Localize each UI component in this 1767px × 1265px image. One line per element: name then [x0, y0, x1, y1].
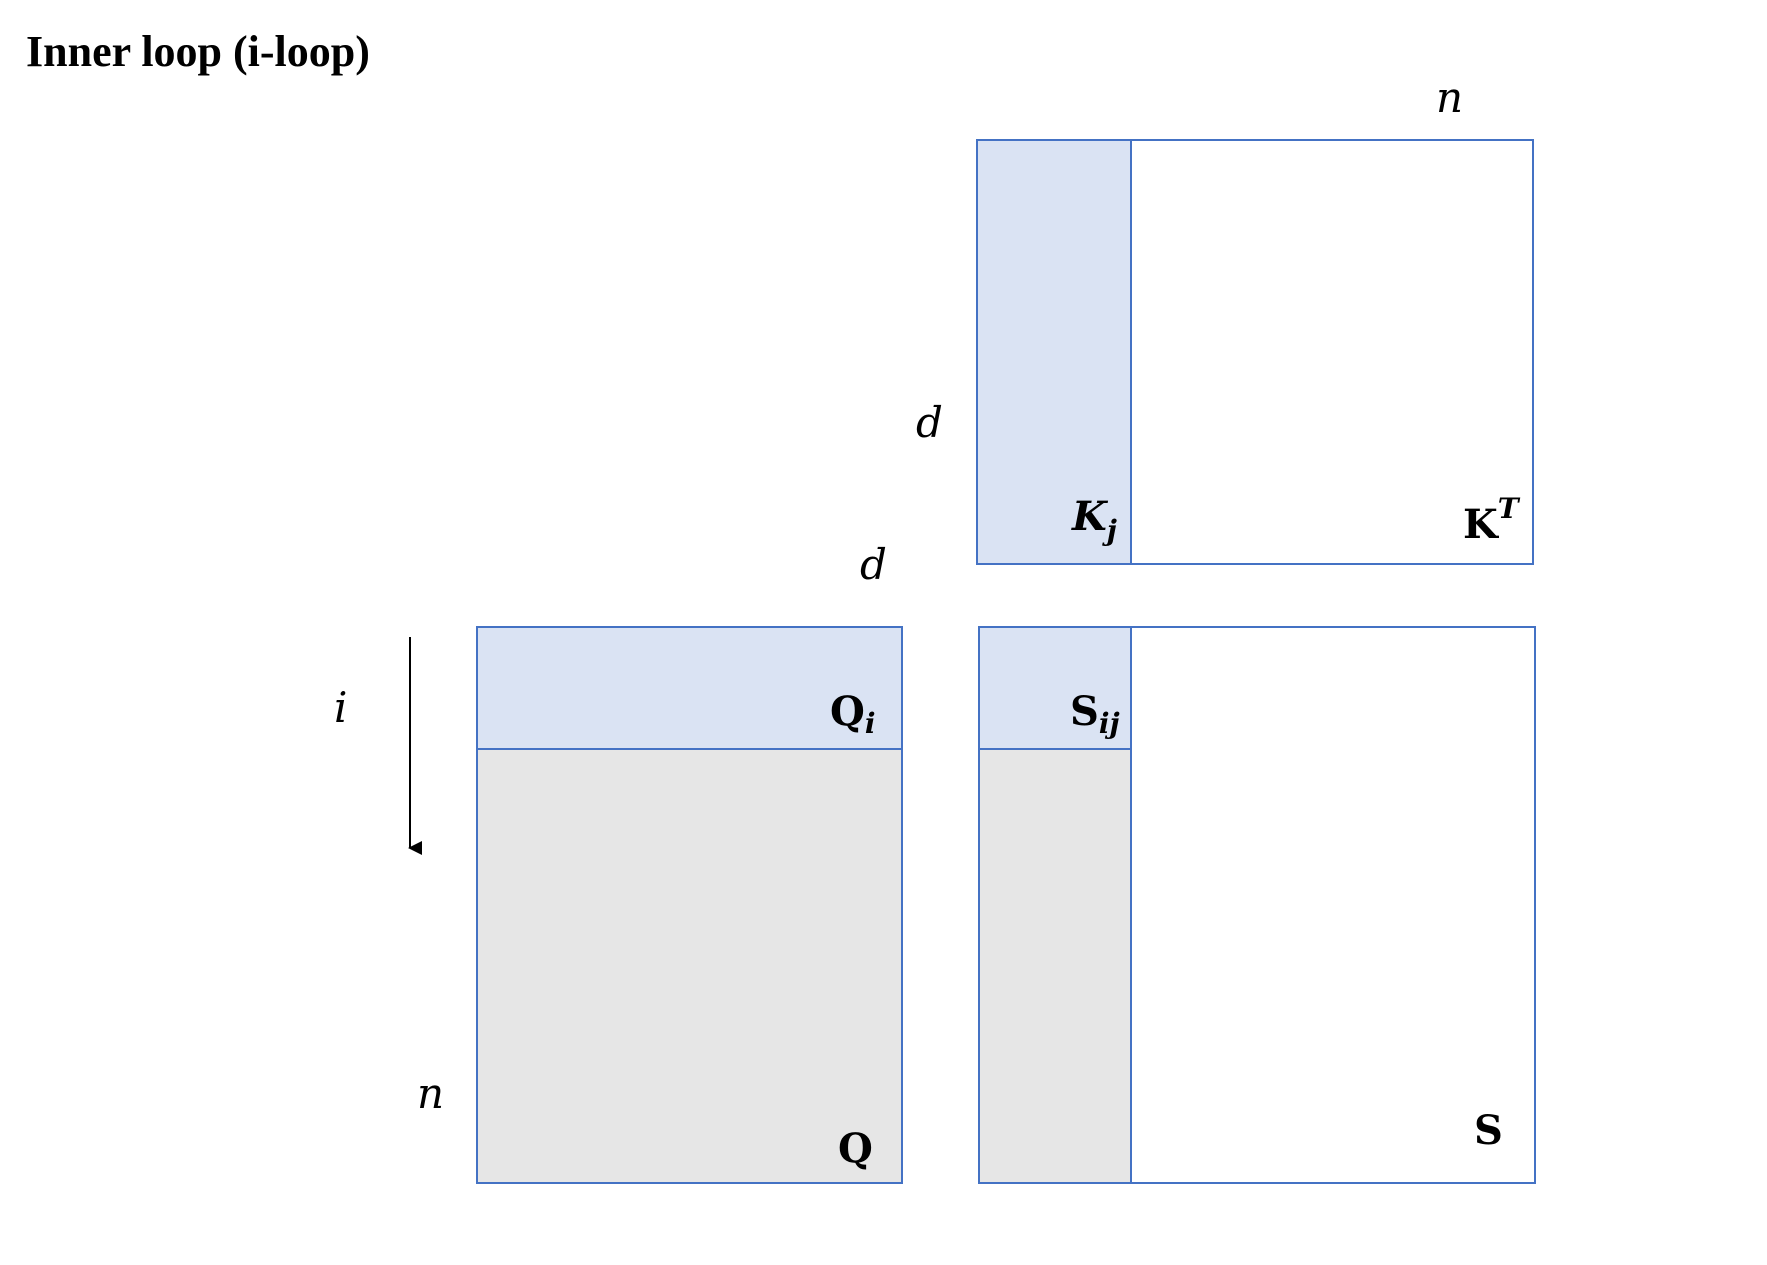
- kt-dim-d-label: d: [916, 398, 943, 447]
- kj-block-label: Kj: [1071, 493, 1117, 547]
- q-matrix: Qi Q d n: [417, 540, 903, 1184]
- q-dim-d-label: d: [860, 540, 887, 589]
- qi-block: [476, 626, 903, 750]
- q-dim-n-label: n: [417, 1069, 444, 1118]
- kj-block: [976, 139, 1132, 565]
- s-matrix-label: S: [1474, 1107, 1503, 1154]
- kt-matrix-label: KT: [1463, 492, 1521, 548]
- qi-block-label: Qi: [830, 688, 875, 740]
- q-matrix-label: Q: [838, 1125, 873, 1172]
- kt-matrix: Kj KT n d: [916, 73, 1534, 565]
- iteration-indicator: i: [334, 637, 422, 855]
- s-matrix: Sij S: [978, 626, 1536, 1184]
- iteration-i-label: i: [334, 683, 347, 732]
- sij-block: [978, 626, 1132, 750]
- kt-dim-n-label: n: [1436, 73, 1463, 122]
- page-title: Inner loop (i-loop): [26, 27, 370, 76]
- sij-block-label: Sij: [1070, 688, 1120, 740]
